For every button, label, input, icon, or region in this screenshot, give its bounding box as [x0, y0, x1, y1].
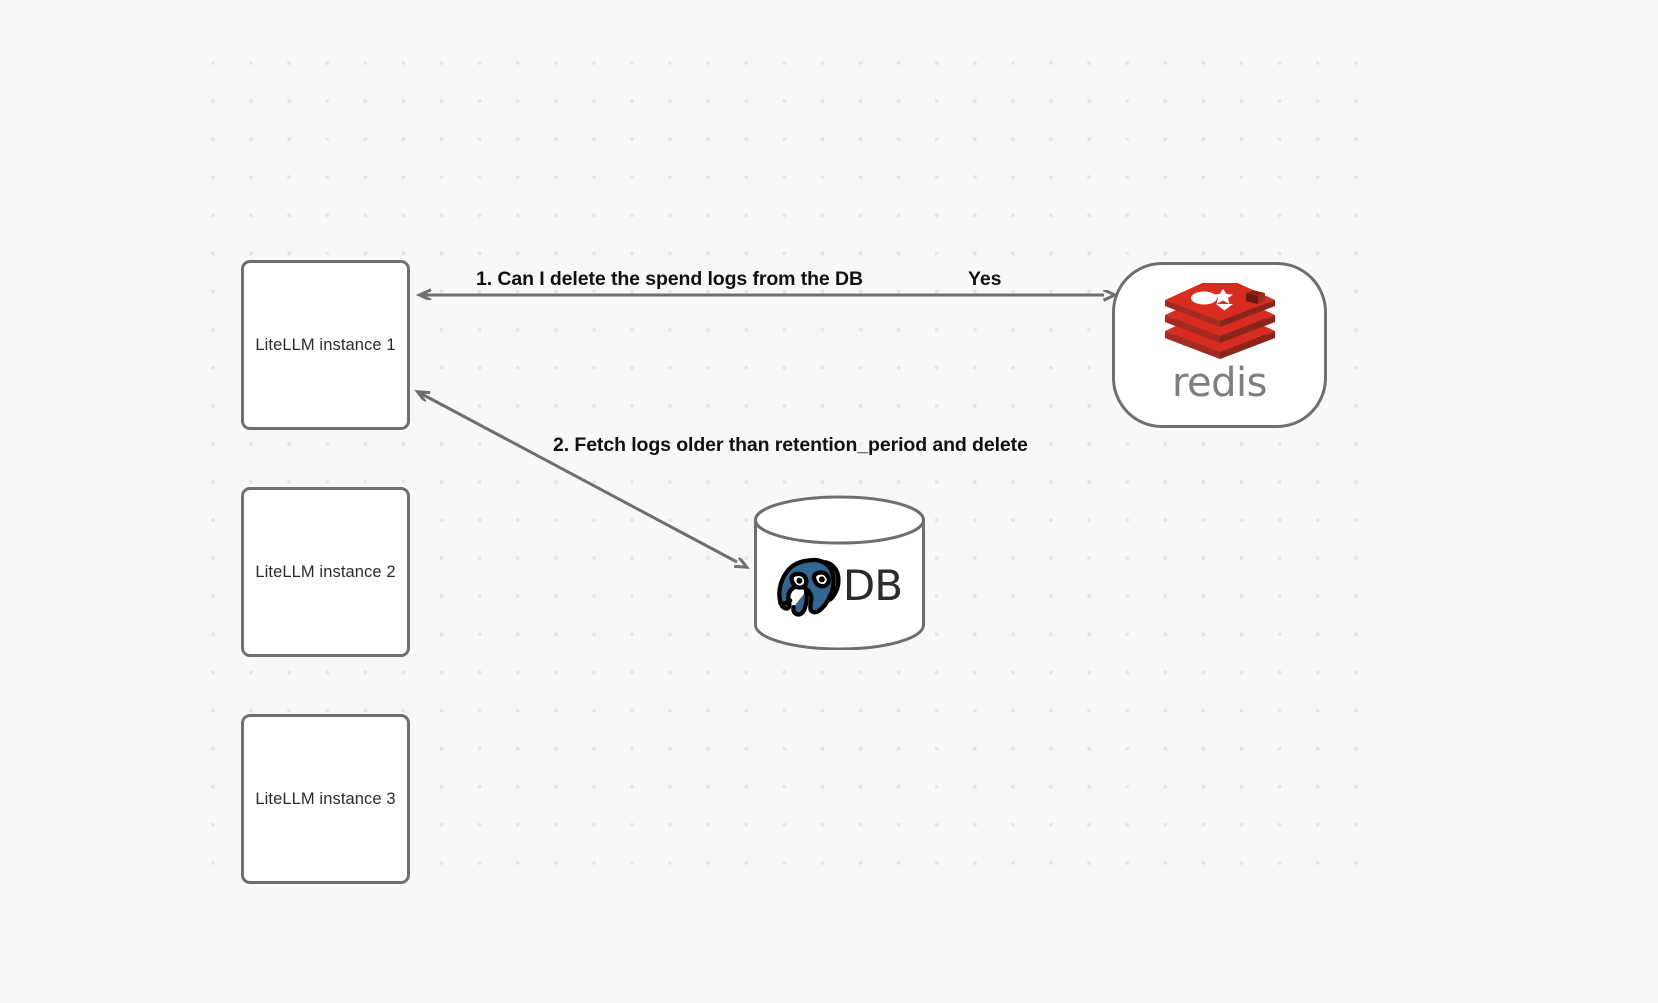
node-database[interactable]: DB	[753, 495, 926, 650]
edge-label-step-2: 2. Fetch logs older than retention_perio…	[553, 434, 1028, 456]
redis-wordmark: redis	[1171, 360, 1268, 406]
edge-label-step-1: 1. Can I delete the spend logs from the …	[476, 268, 863, 290]
db-label: DB	[842, 560, 903, 610]
edge-label-step-1-reply: Yes	[968, 268, 1002, 290]
node-litellm-instance-3-label: LiteLLM instance 3	[255, 789, 396, 808]
node-redis[interactable]: redis	[1112, 262, 1327, 428]
node-litellm-instance-1-label: LiteLLM instance 1	[255, 335, 396, 354]
redis-logo-group: redis	[1161, 283, 1279, 403]
edge-step-2	[418, 392, 737, 562]
node-litellm-instance-2[interactable]: LiteLLM instance 2	[241, 487, 410, 657]
postgresql-elephant-icon	[777, 557, 841, 617]
node-litellm-instance-1[interactable]: LiteLLM instance 1	[241, 260, 410, 430]
redis-logo-icon	[1164, 283, 1275, 359]
db-content: DB	[753, 495, 926, 650]
node-litellm-instance-3[interactable]: LiteLLM instance 3	[241, 714, 410, 884]
node-litellm-instance-2-label: LiteLLM instance 2	[255, 562, 396, 581]
